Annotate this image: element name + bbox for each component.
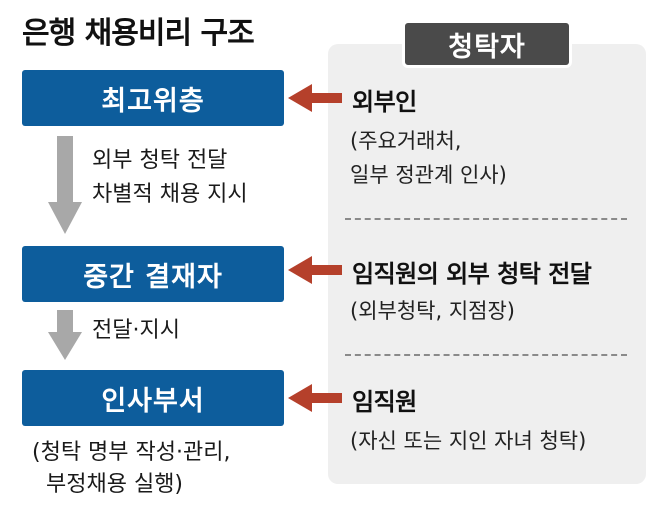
level-box-top-executive: 최고위층 [22, 70, 284, 126]
requester-3-title: 임직원 [352, 388, 417, 416]
down-arrow-icon [48, 136, 82, 234]
left-arrow-icon [288, 256, 342, 284]
requester-1-title: 외부인 [352, 88, 417, 116]
requester-1-line2: 일부 정관계 인사) [350, 163, 507, 187]
level-box-hr-department: 인사부서 [22, 370, 284, 426]
requester-panel [328, 44, 646, 484]
divider [345, 354, 627, 356]
requester-1-line1: (주요거래처, [350, 129, 462, 153]
hr-note-line1: (청탁 명부 작성·관리, [32, 440, 231, 465]
left-arrow-icon [288, 384, 342, 412]
left-arrow-icon [288, 84, 342, 112]
flow-label-1-line1: 외부 청탁 전달 [92, 148, 228, 173]
requester-3-line1: (자신 또는 지인 자녀 청탁) [350, 429, 587, 453]
flow-label-2: 전달·지시 [92, 318, 180, 343]
flow-label-1-line2: 차별적 채용 지시 [92, 182, 248, 207]
divider [345, 218, 627, 220]
level-box-mid-approver: 중간 결재자 [22, 246, 284, 302]
diagram-title: 은행 채용비리 구조 [22, 16, 255, 51]
requester-panel-label: 청탁자 [402, 20, 572, 68]
requester-2-line1: (외부청탁, 지점장) [350, 299, 515, 323]
hr-note-line2: 부정채용 실행) [46, 472, 184, 497]
down-arrow-icon [48, 310, 82, 360]
requester-2-title: 임직원의 외부 청탁 전달 [352, 260, 592, 288]
